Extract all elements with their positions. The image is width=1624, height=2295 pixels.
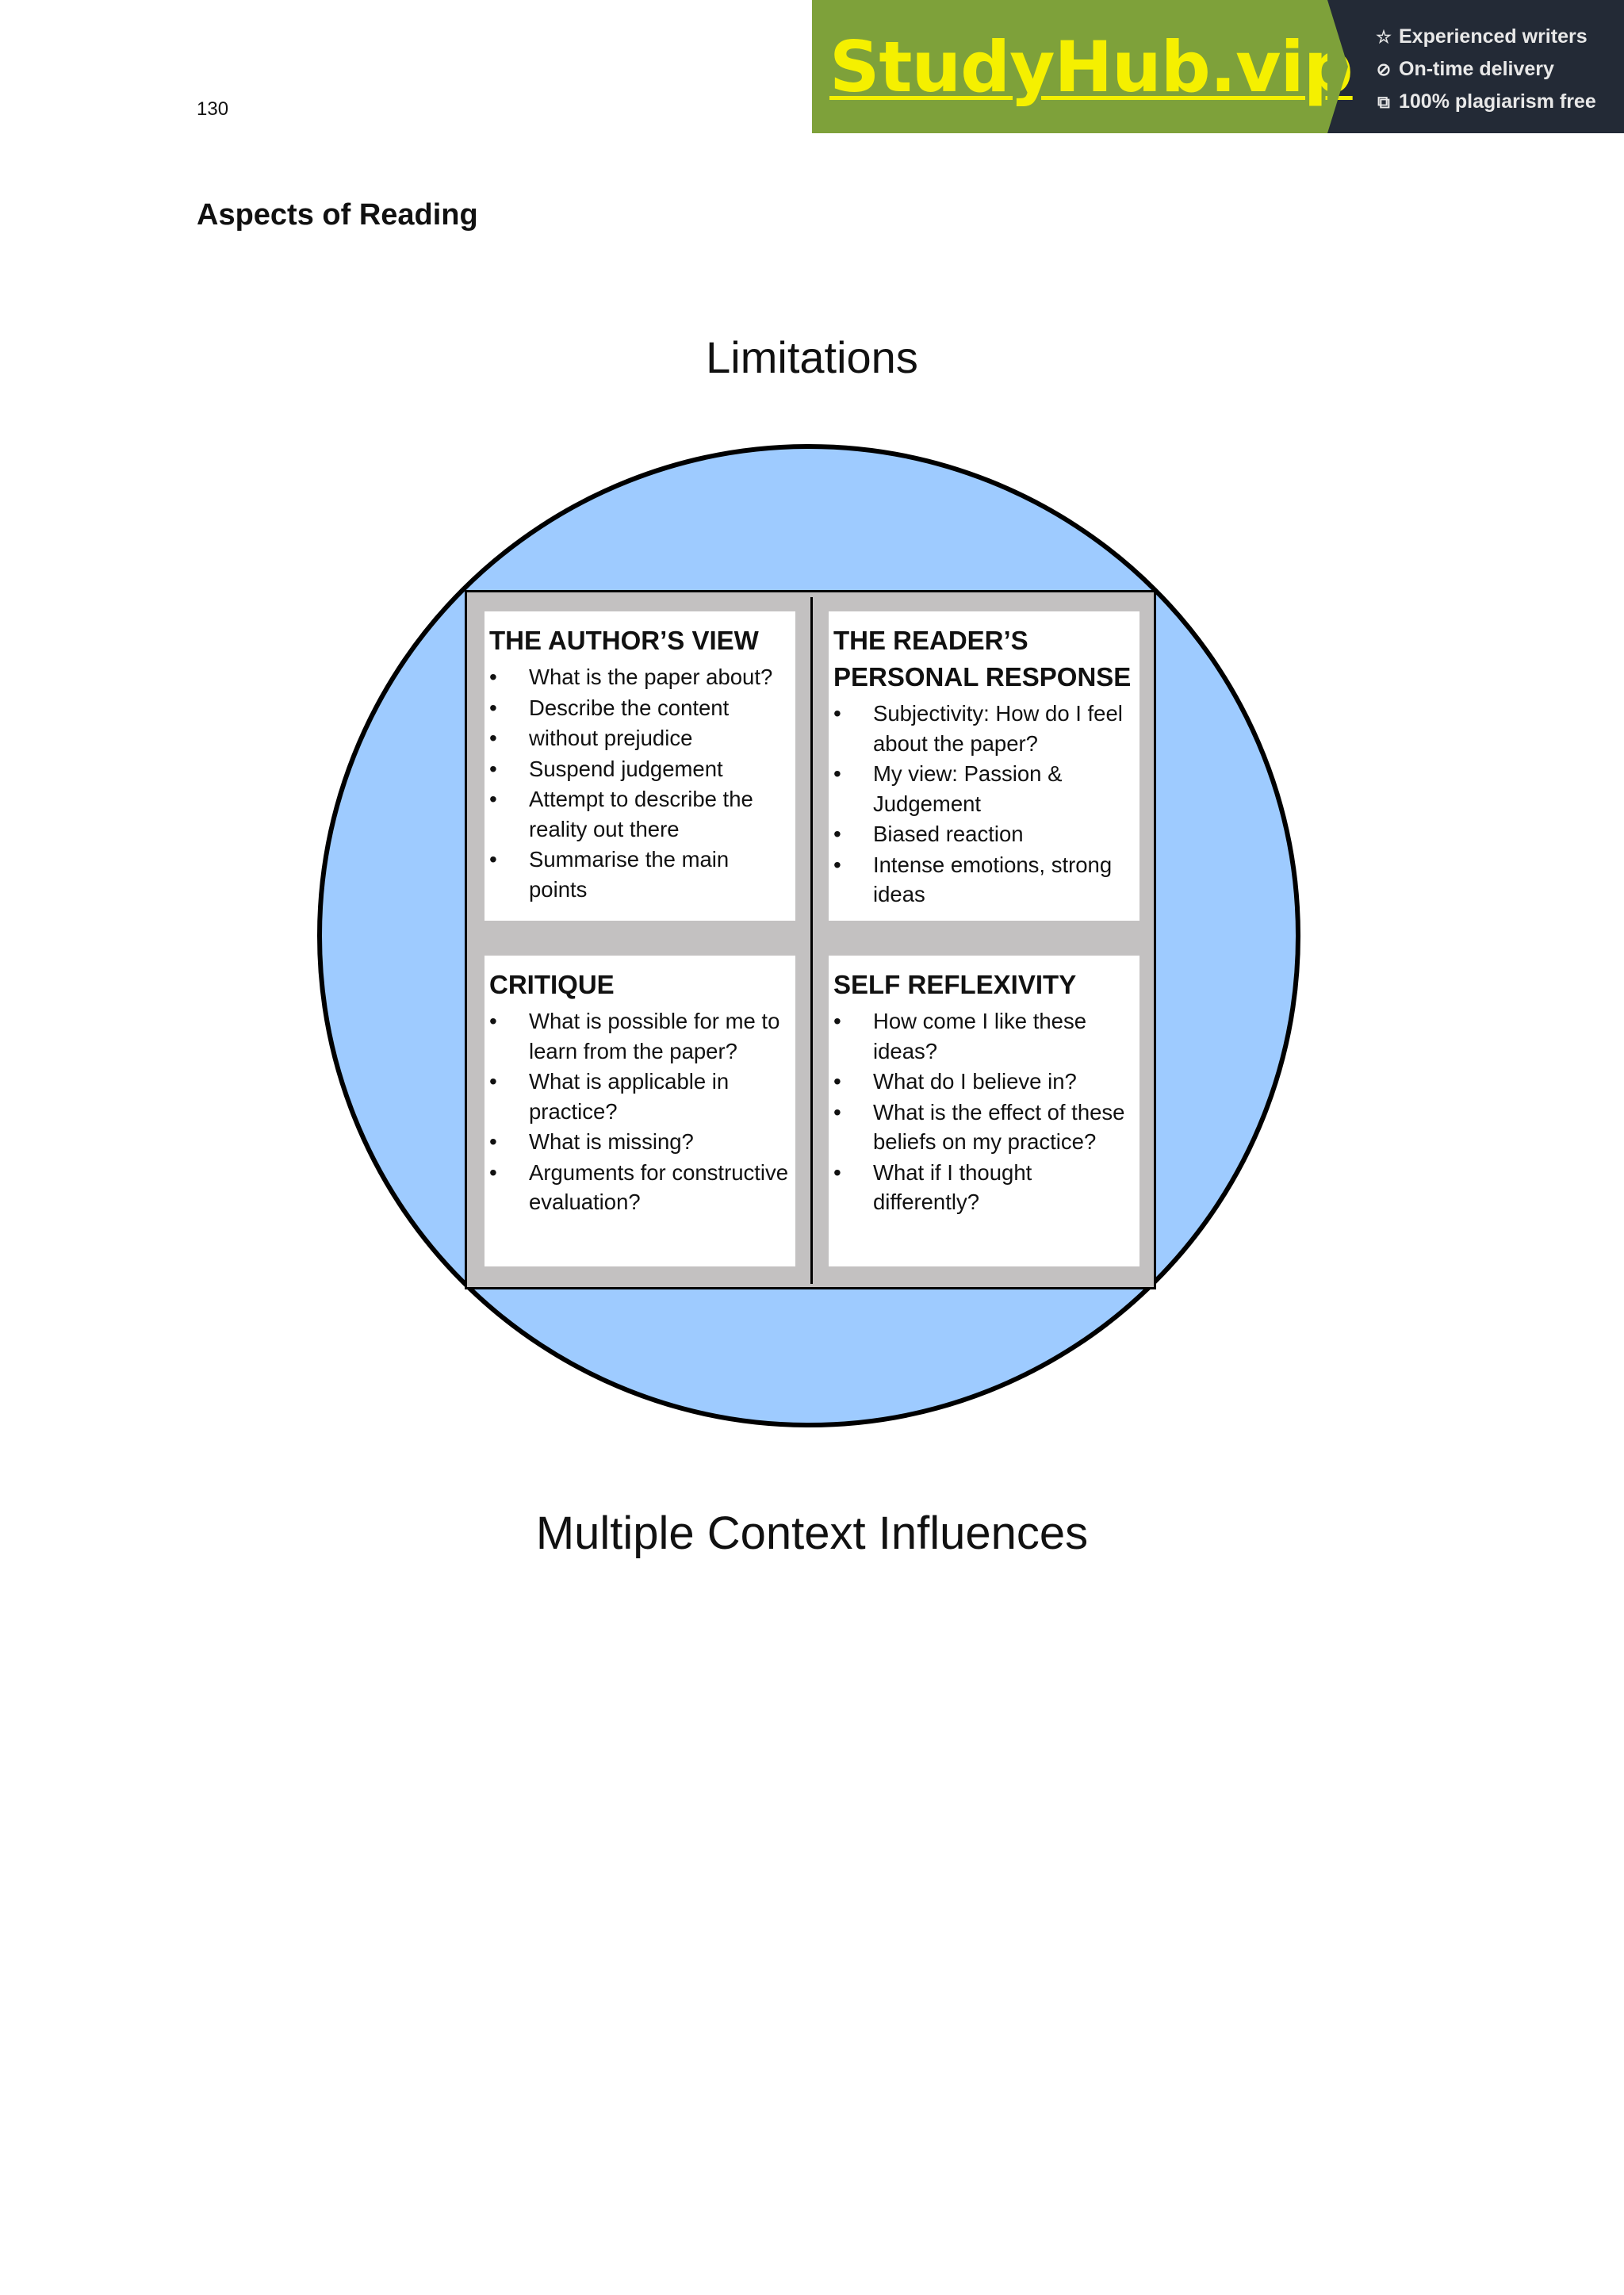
quadrant-grid: THE AUTHOR’S VIEW What is the paper abou…: [465, 590, 1156, 1289]
list-item: Describe the content: [489, 693, 791, 723]
list-item: What do I believe in?: [833, 1067, 1135, 1097]
feature-label: On-time delivery: [1399, 58, 1554, 80]
feature-item: ⊘ On-time delivery: [1373, 53, 1624, 86]
feature-item: ⧉ 100% plagiarism free: [1373, 86, 1624, 118]
brand-logo-text[interactable]: StudyHub.vip: [829, 25, 1354, 108]
banner-brand-area[interactable]: StudyHub.vip: [812, 0, 1354, 133]
list-item: How come I like these ideas?: [833, 1006, 1135, 1066]
list-item: What is missing?: [489, 1127, 791, 1157]
list-item: Subjectivity: How do I feel about the pa…: [833, 699, 1135, 758]
list-item: What is the effect of these beliefs on m…: [833, 1098, 1135, 1157]
quadrant-title: CRITIQUE: [489, 970, 615, 999]
list-item: What if I thought differently?: [833, 1158, 1135, 1217]
banner-features: ☆ Experienced writers ⊘ On-time delivery…: [1327, 0, 1624, 133]
quadrant-list: What is the paper about? Describe the co…: [489, 662, 791, 904]
list-item: What is the paper about?: [489, 662, 791, 692]
copy-icon: ⧉: [1377, 91, 1390, 112]
list-item: My view: Passion & Judgement: [833, 759, 1135, 818]
list-item: Summarise the main points: [489, 845, 791, 904]
ad-banner[interactable]: StudyHub.vip ☆ Experienced writers ⊘ On-…: [812, 0, 1624, 133]
quadrant-authors-view: THE AUTHOR’S VIEW What is the paper abou…: [485, 611, 795, 921]
list-item: Attempt to describe the reality out ther…: [489, 784, 791, 844]
clock-icon: ⊘: [1376, 59, 1392, 79]
list-item: What is applicable in practice?: [489, 1067, 791, 1126]
quadrant-list: Subjectivity: How do I feel about the pa…: [833, 699, 1135, 910]
quadrant-readers-response: THE READER’S PERSONAL RESPONSE Subjectiv…: [829, 611, 1139, 921]
feature-label: Experienced writers: [1399, 25, 1588, 48]
quadrant-list: What is possible for me to learn from th…: [489, 1006, 791, 1217]
list-item: What is possible for me to learn from th…: [489, 1006, 791, 1066]
list-item: Intense emotions, strong ideas: [833, 850, 1135, 910]
diagram-bottom-label: Multiple Context Influences: [535, 1508, 1089, 1559]
diagram-top-label: Limitations: [706, 332, 918, 382]
star-icon: ☆: [1376, 26, 1392, 47]
feature-item: ☆ Experienced writers: [1373, 21, 1624, 53]
list-item: Arguments for constructive evaluation?: [489, 1158, 791, 1217]
quadrant-title: SELF REFLEXIVITY: [833, 970, 1077, 999]
section-heading: Aspects of Reading: [197, 198, 478, 232]
list-item: Suspend judgement: [489, 754, 791, 784]
list-item: Biased reaction: [833, 819, 1135, 849]
list-item: without prejudice: [489, 723, 791, 753]
grid-divider: [810, 597, 813, 1284]
quadrant-critique: CRITIQUE What is possible for me to lear…: [485, 956, 795, 1266]
feature-label: 100% plagiarism free: [1399, 90, 1596, 113]
quadrant-self-reflexivity: SELF REFLEXIVITY How come I like these i…: [829, 956, 1139, 1266]
quadrant-title: THE AUTHOR’S VIEW: [489, 626, 759, 655]
quadrant-title: THE READER’S PERSONAL RESPONSE: [833, 626, 1132, 692]
page-number: 130: [197, 98, 229, 120]
quadrant-list: How come I like these ideas? What do I b…: [833, 1006, 1135, 1217]
